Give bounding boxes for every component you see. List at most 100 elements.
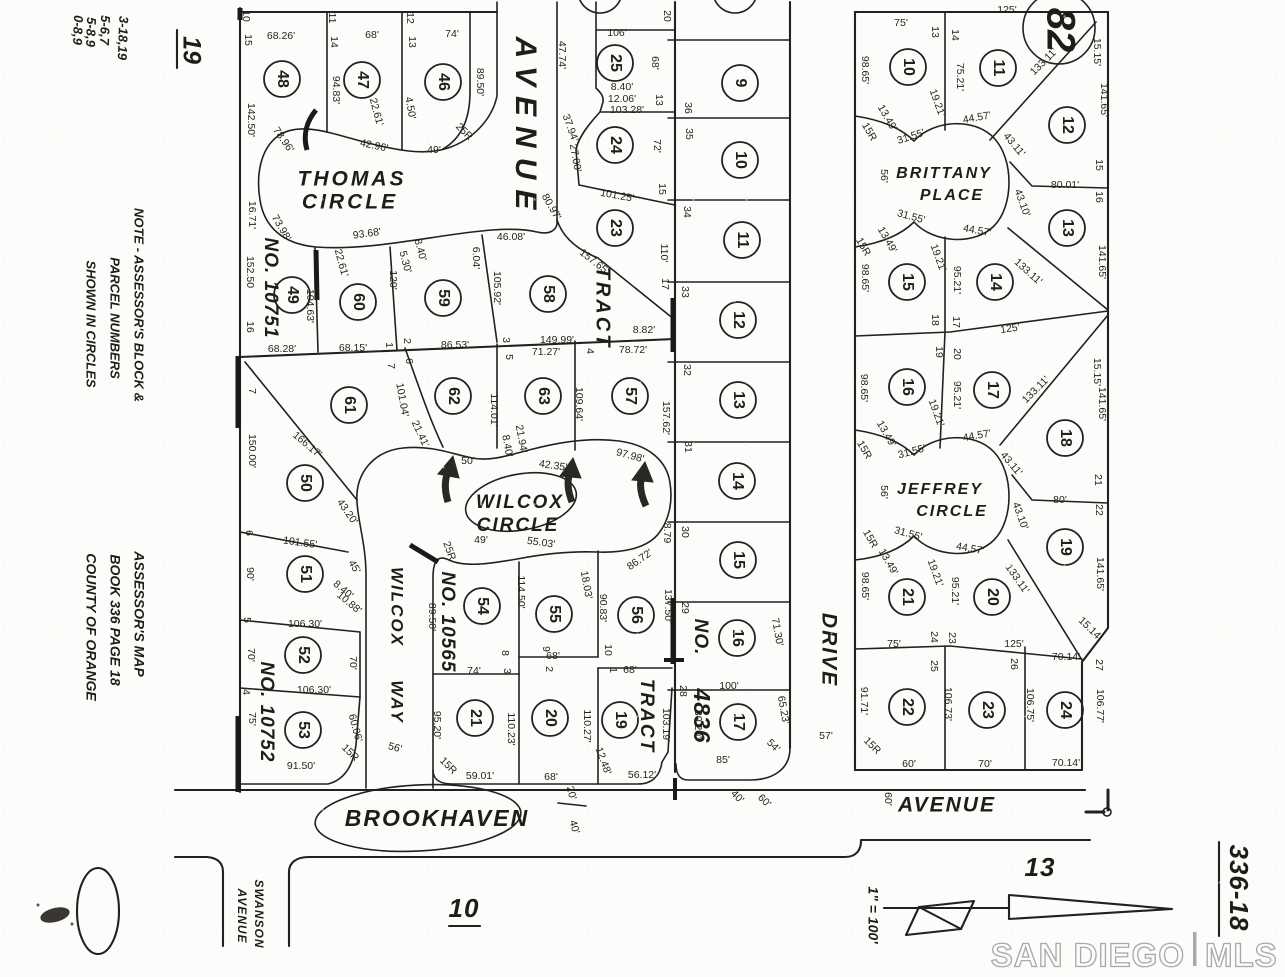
parcel-circle-58 (529, 275, 567, 313)
parcel-circle-55 (535, 595, 573, 633)
dimension-label: 80.01' (1051, 179, 1079, 191)
street-label-note-assessor-s-block-: NOTE - ASSESSOR'S BLOCK & (132, 208, 147, 402)
dimension-label: 15R (854, 439, 874, 462)
dimension-label: 7 (246, 388, 258, 394)
dimension-label: 15R (861, 735, 883, 757)
dimension-label: 68.15' (339, 342, 367, 354)
street-label-avenue: AVENUE (235, 887, 249, 943)
dimension-label: 27 (1093, 659, 1105, 671)
parcel-circle-12 (1048, 106, 1086, 144)
dimension-label: 6 (403, 358, 415, 364)
dimension-label: 21.41' (409, 419, 432, 450)
dimension-label: 70' (347, 656, 359, 670)
dimension-label: 3 (501, 668, 513, 674)
dimension-label: 15.15' (1091, 358, 1103, 386)
dimension-label: 125' (997, 4, 1017, 16)
dimension-label: 25R (453, 121, 475, 143)
parcel-circle-51 (286, 555, 324, 593)
dimension-label: 20' (564, 785, 579, 801)
parcel-circle-13 (1048, 209, 1086, 247)
parcel-circle-47 (343, 61, 381, 99)
dimension-label: 60' (902, 758, 916, 770)
dimension-label: 120' (387, 270, 399, 290)
parcel-circle-23 (596, 209, 634, 247)
street-label-circle: CIRCLE (302, 191, 398, 214)
dimension-label: 42.35' (538, 458, 568, 474)
parcel-number: 62 (445, 387, 462, 405)
parcel-circle-11 (979, 49, 1017, 87)
street-label-thomas: THOMAS (298, 168, 407, 191)
dimension-label: 68' (649, 56, 661, 70)
dimension-label: 106.30' (297, 684, 331, 696)
parcel-number: 13 (1059, 219, 1076, 237)
parcel-number: 20 (542, 709, 559, 727)
dimension-label: 149.99' (540, 334, 574, 346)
dimension-label: 100' (719, 680, 739, 692)
dimension-label: 17 (659, 278, 671, 290)
parcel-number: 14 (987, 273, 1004, 291)
parcel-circle-52 (284, 636, 322, 674)
parcel-circle-14 (718, 462, 756, 500)
dimension-label: 106.77' (1094, 689, 1106, 723)
parcel-number: 20 (984, 588, 1001, 606)
parcel-circle-21 (456, 699, 494, 737)
dimension-label: 60.06' (346, 713, 365, 743)
street-label-13: 13 (1025, 852, 1056, 882)
dimension-label: 44.57' (962, 109, 992, 126)
parcel-circle-20 (531, 699, 569, 737)
parcel-number: 12 (1059, 116, 1076, 134)
street-label-brittany: BRITTANY (896, 165, 992, 182)
parcel-number: 57 (622, 387, 639, 405)
dimension-label: 110.27' (581, 709, 593, 742)
street-label-assessor-s-map: ASSESSOR'S MAP (131, 550, 147, 677)
dimension-label: 98.65' (859, 56, 871, 84)
dimension-label: 15R (860, 528, 880, 551)
parcel-circle-49 (273, 276, 311, 314)
dimension-label: 13 (929, 26, 941, 38)
parcel-number: 53 (295, 721, 312, 739)
parcel-number: 21 (899, 588, 916, 606)
street-label-avenue: AVENUE (509, 36, 542, 220)
dimension-label: 56.12' (628, 769, 656, 781)
dimension-label: 90' (244, 567, 256, 581)
dimension-label: 2 (401, 338, 413, 344)
parcel-circle-16 (888, 368, 926, 406)
parcel-number: 24 (1057, 701, 1074, 719)
dimension-label: 13.49' (874, 419, 899, 449)
dimension-label: 101.25' (599, 187, 635, 205)
parcel-circle-17 (719, 703, 757, 741)
dimension-label: 93.68' (352, 226, 382, 242)
dimension-label: 68' (546, 650, 560, 662)
dimension-label: 106.73' (942, 687, 954, 721)
dimension-label: 74' (445, 28, 459, 40)
dimension-label: 133.11' (1012, 256, 1045, 287)
dimension-label: 103.28' (610, 104, 644, 116)
dimension-label: 68' (544, 771, 558, 783)
dimension-label: 141.65' (1094, 557, 1106, 591)
dimension-label: 74' (467, 665, 481, 677)
parcel-number: 52 (295, 646, 312, 664)
dimension-label: 50' (461, 455, 475, 467)
parcel-number: 56 (628, 606, 645, 624)
dimension-label: 65.23' (775, 695, 792, 725)
dimension-label: 90.83' (597, 594, 609, 622)
dimension-label: 31.55' (896, 207, 926, 226)
dimension-label: 101.55' (282, 534, 317, 551)
dimension-label: 85' (716, 754, 730, 766)
dimension-label: 14 (949, 29, 961, 41)
dimension-label: 16.71' (246, 201, 258, 229)
street-label-no-10752: NO. 10752 (256, 662, 277, 763)
dimension-label: 8.40' (611, 81, 633, 93)
dimension-label: 86.72' (625, 547, 655, 573)
parcel-circle-53 (284, 711, 322, 749)
dimension-label: 57' (819, 730, 833, 742)
parcel-circle-10 (889, 48, 927, 86)
dimension-label: 95.20' (431, 711, 443, 739)
dimension-label: 40' (567, 819, 582, 835)
dimension-label: 15R (859, 121, 879, 144)
dimension-label: 1 (383, 342, 395, 348)
parcel-number: 22 (899, 698, 916, 716)
street-label-circle: CIRCLE (916, 503, 988, 520)
dimension-label: 10 (602, 644, 614, 656)
dimension-label: 13 (406, 36, 418, 48)
